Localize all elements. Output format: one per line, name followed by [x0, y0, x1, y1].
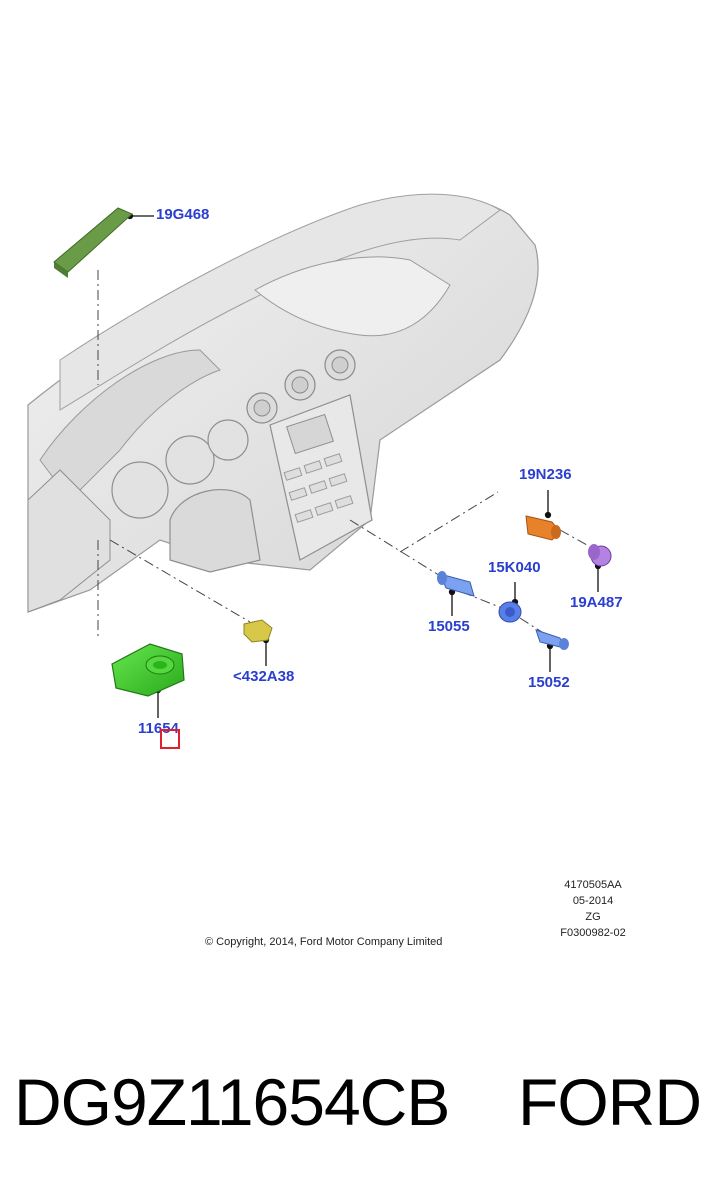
part-15052: [535, 629, 569, 650]
callout-432A38: <432A38: [233, 668, 295, 685]
part-15055: [437, 571, 475, 597]
brand-name: FORD: [518, 1065, 702, 1139]
part-15K040: [498, 601, 522, 623]
diagram-ref: F0300982-02: [560, 927, 626, 939]
diagram-region: ZG: [585, 911, 601, 923]
part-19N236: [525, 515, 561, 541]
callout-19N236: 19N236: [519, 466, 572, 483]
callout-11654: 11654: [138, 720, 179, 737]
callout-15052: 15052: [528, 674, 570, 691]
part-number: DG9Z11654CB: [14, 1065, 450, 1139]
part-11654: [111, 643, 185, 697]
diagram-date: 05-2014: [572, 895, 614, 907]
highlight-box: [160, 729, 180, 749]
callout-15K040: 15K040: [488, 559, 541, 576]
copyright-notice: © Copyright, 2014, Ford Motor Company Li…: [205, 936, 443, 948]
part-19A487: [588, 544, 612, 567]
part-432A38: [243, 619, 273, 643]
exploded-diagram: [27, 193, 612, 718]
callout-19A487: 19A487: [570, 594, 623, 611]
callout-15055: 15055: [428, 618, 470, 635]
part-19G468: [53, 207, 133, 278]
callout-19G468: 19G468: [156, 206, 210, 223]
dashboard-panel: [27, 193, 539, 613]
diagram-code: 4170505AA: [564, 879, 622, 891]
